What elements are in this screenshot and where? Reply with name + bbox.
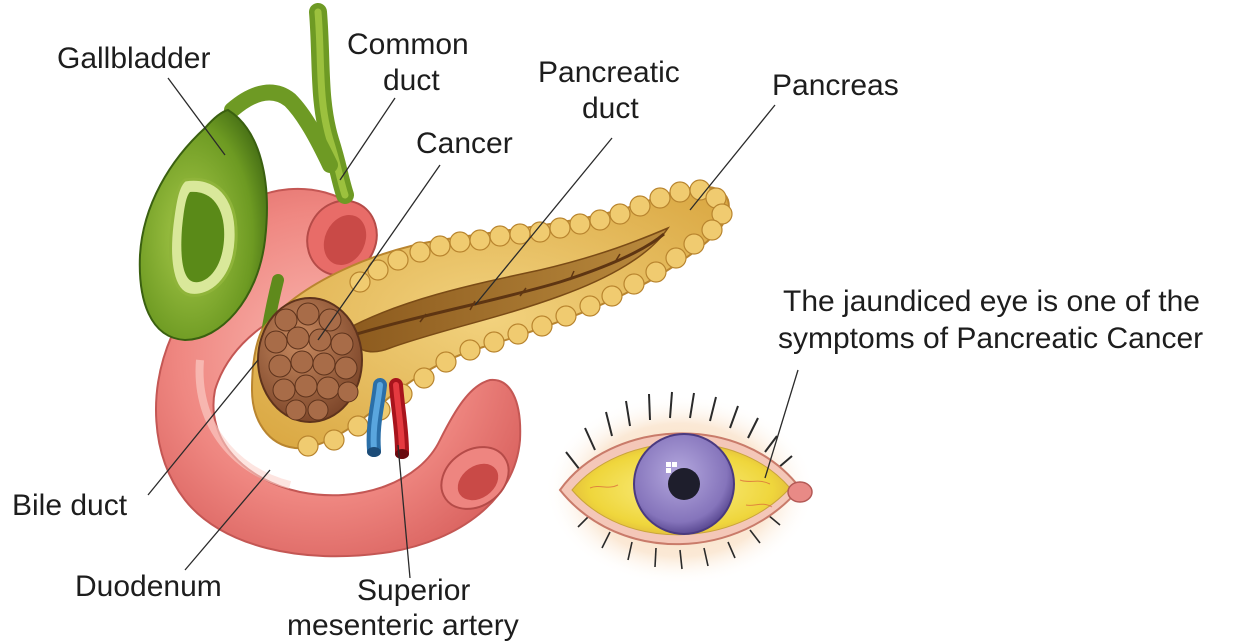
label-sma-line2: mesenteric artery [287, 609, 519, 641]
label-pancreas: Pancreas [772, 69, 899, 102]
label-cancer: Cancer [416, 127, 513, 160]
label-duodenum: Duodenum [75, 570, 222, 603]
label-gallbladder: Gallbladder [57, 42, 210, 75]
label-eye-caption-line2: symptoms of Pancreatic Cancer [778, 322, 1203, 355]
label-sma-line1: Superior [357, 574, 470, 607]
leader-common-duct [340, 98, 395, 180]
jaundiced-eye [545, 392, 815, 585]
label-bile-duct: Bile duct [12, 489, 128, 522]
tumor [258, 298, 362, 422]
label-common-duct-line1: Common [347, 28, 469, 61]
label-pancreatic-duct-line1: Pancreatic [538, 56, 680, 89]
label-pancreatic-duct-line2: duct [582, 92, 639, 125]
label-common-duct-line2: duct [383, 64, 440, 97]
leader-pancreas [690, 105, 775, 210]
label-eye-caption-line1: The jaundiced eye is one of the [783, 285, 1200, 318]
